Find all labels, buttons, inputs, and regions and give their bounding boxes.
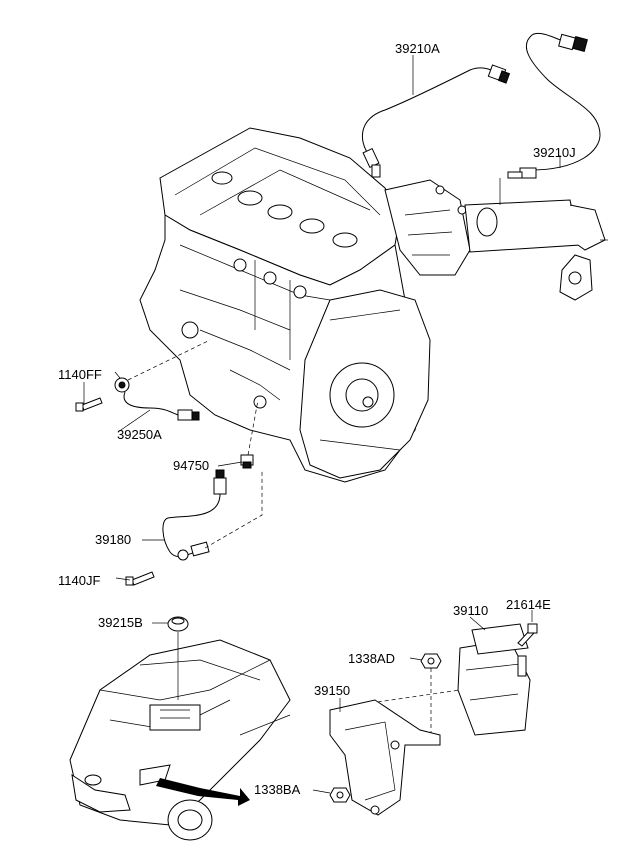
label-21614e: 21614E	[506, 597, 551, 612]
exhaust-manifold	[384, 179, 608, 301]
label-39215b: 39215B	[98, 615, 143, 630]
vehicle-illustration	[69, 616, 291, 841]
crank-sensor-39180	[125, 469, 263, 586]
label-39180: 39180	[95, 532, 132, 547]
label-39110: 39110	[453, 603, 489, 618]
label-39210a: 39210A	[395, 41, 440, 56]
label-39210j: 39210J	[533, 145, 576, 160]
knock-sensor-39250a	[75, 339, 211, 421]
label-39150: 39150	[314, 683, 351, 698]
o2-sensor-39210j	[499, 32, 601, 205]
label-1338ba: 1338BA	[254, 782, 301, 797]
oil-pressure-switch-94750	[240, 399, 259, 469]
label-1140jf: 1140JF	[58, 573, 101, 588]
label-94750: 94750	[173, 458, 210, 473]
engine-assembly	[139, 127, 431, 483]
o2-sensor-39210a	[362, 55, 511, 178]
leader-lines	[83, 155, 561, 794]
label-1140ff: 1140FF	[58, 367, 102, 382]
label-1338ad: 1338AD	[348, 651, 395, 666]
label-39250a: 39250A	[117, 427, 162, 442]
ecu-assembly	[329, 623, 538, 816]
